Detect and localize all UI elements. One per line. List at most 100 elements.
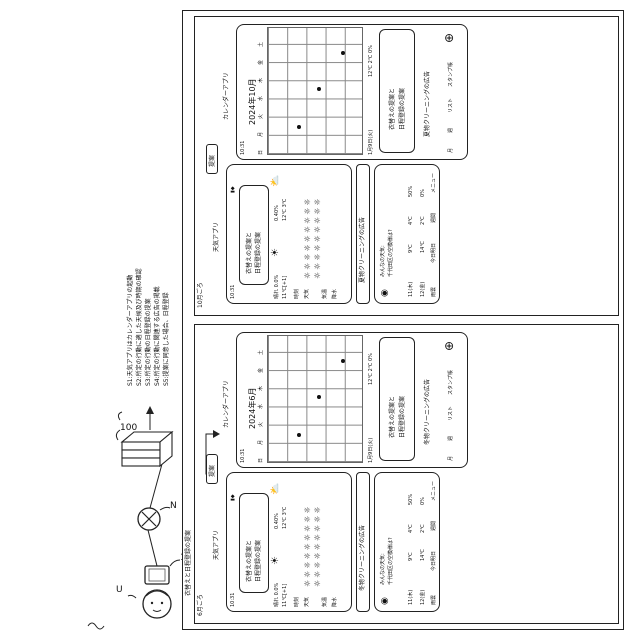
nav-today[interactable]: 今日明日 [431, 242, 437, 263]
status-icons: ▮◆ [230, 186, 236, 193]
day-2-hi: 14℃ [420, 241, 426, 253]
temp-lo: 12℃ 3℃ [282, 198, 288, 221]
weekday: 月 [258, 439, 264, 445]
calendar-app-label: カレンダーアプリ [223, 380, 230, 428]
weekday: 金 [258, 59, 264, 65]
calendar-ad: 夏物クリーニングの広告 [424, 70, 431, 137]
status-time: 10:31 [240, 448, 246, 463]
ad-text: 夏物クリーニングの広告 [359, 216, 366, 283]
nav-menu[interactable]: メニュー [431, 172, 437, 193]
tab-stamp[interactable]: スタンプ帳 [448, 62, 454, 87]
proposal-line-1: 衣替えの提案と [246, 231, 253, 274]
propose-text: 提案 [209, 154, 216, 167]
weekday: 火 [258, 421, 264, 427]
weather-pin-icon: ◉ [380, 289, 390, 297]
weekday: 月 [258, 131, 264, 137]
proposal-line-2: 日程登録の提案 [399, 87, 406, 130]
weekday: 水 [258, 403, 264, 409]
row-label: 降水 [332, 288, 338, 299]
status-time: 10:31 [230, 284, 236, 299]
day-1-pop: 50% [408, 185, 414, 197]
selected-date: 1月9日(火) [368, 129, 374, 155]
status-time: 10:31 [240, 140, 246, 155]
propose-label-june: 提案 [206, 454, 218, 484]
calendar-app-label: カレンダーアプリ [223, 72, 230, 120]
weekday: 木 [258, 385, 264, 391]
weather-ad[interactable]: 夏物クリーニングの広告 [356, 164, 370, 304]
calendar-month: 2024年6月 [248, 387, 257, 429]
propose-text: 提案 [209, 464, 216, 477]
event-dot [317, 87, 321, 91]
hourly-sun-icons: ☼☼☼☼☼☼☼☼☼ [303, 196, 312, 279]
selected-date: 1月9日(火) [368, 437, 374, 463]
server-label: 100 [120, 423, 138, 433]
panel-october-period: 10月ごろ [197, 282, 204, 308]
day-2-pop: 0% [420, 189, 426, 197]
day-1-lo: 4℃ [408, 216, 414, 225]
calendar-grid[interactable] [267, 27, 363, 155]
tab-month[interactable]: 月 [448, 455, 454, 461]
event-dot [341, 359, 345, 363]
day-2-lo: 2℃ [420, 216, 426, 225]
row-label: 気温 [322, 288, 328, 299]
tab-week[interactable]: 週 [448, 127, 454, 133]
weekly-forecast: みんなの天気: 千代田区の空模様は? ◉ 11(木) 9℃ 4℃ 50% 12(… [374, 164, 440, 304]
weather-screen-october: 10:31 ▮◆ 衣替えの提案と 日程登録の提案 ☀ 晴れ 0.0% 11℃[+… [226, 164, 352, 304]
nav-rain[interactable]: 雨雲 [431, 286, 437, 297]
weekday: 水 [258, 95, 264, 101]
condition: 晴れ 0.0% [274, 274, 280, 299]
proposal-line-1: 衣替えの提案と [389, 87, 396, 130]
add-icon[interactable]: ⊕ [442, 340, 456, 351]
weather-app-label: 天気アプリ [213, 221, 220, 252]
proposal-card[interactable]: 衣替えの提案と 日程登録の提案 [239, 185, 269, 285]
network-label: N [170, 501, 177, 511]
event-dot [297, 433, 301, 437]
weekday: 火 [258, 113, 264, 119]
weekday: 木 [258, 77, 264, 83]
tab-stamp[interactable]: スタンプ帳 [448, 370, 454, 395]
sun-icon: ☀ [270, 248, 281, 257]
day-1: 11(木) [408, 281, 414, 297]
tab-week[interactable]: 週 [448, 435, 454, 441]
event-dot [317, 395, 321, 399]
row-label: 天気 [304, 288, 310, 299]
proposal-card[interactable]: 衣替えの提案と 日程登録の提案 [379, 29, 415, 153]
weekday: 金 [258, 367, 264, 373]
weekday: 土 [258, 349, 264, 355]
tab-month[interactable]: 月 [448, 147, 454, 153]
hourly-sun-icons-2: ☼☼☼☼☼☼☼☼☼ [313, 196, 322, 279]
calendar-grid[interactable] [267, 335, 363, 463]
proposal-line-2: 日程登録の提案 [255, 231, 262, 274]
event-dot [297, 125, 301, 129]
weekday: 日 [258, 457, 264, 463]
proposal-line-1: 衣替えの提案と [389, 395, 396, 438]
tab-list[interactable]: リスト [448, 405, 454, 421]
propose-label-october: 提案 [206, 144, 218, 174]
calendar-month: 2024年10月 [248, 78, 257, 125]
weekday: 土 [258, 41, 264, 47]
user-label: U [116, 585, 123, 595]
add-icon[interactable]: ⊕ [442, 32, 456, 43]
temp-hi: 11℃[+1] [282, 275, 288, 299]
proposal-card[interactable]: 衣替えの提案と 日程登録の提案 [379, 337, 415, 461]
weekday: 日 [258, 149, 264, 155]
weekly-header: みんなの天気: [380, 245, 386, 277]
calendar-screen-october: 10:31 2024年10月 日 月 火 水 木 金 土 1月9日(火) 12℃… [236, 24, 468, 160]
weekly-location: 千代田区の空模様は? [388, 229, 394, 277]
pop: 0.40% [274, 205, 280, 221]
event-dot [341, 51, 345, 55]
selected-date-weather: 12℃ 2℃ 0% [368, 353, 374, 385]
cloud-sun-icon: ⛅ [270, 174, 281, 187]
tab-list[interactable]: リスト [448, 97, 454, 113]
proposal-line-2: 日程登録の提案 [399, 395, 406, 438]
calendar-screen-june: 10:31 2024年6月 日 月 火 水 木 金 土 1月9日(火) 12℃ … [236, 332, 468, 468]
day-1-hi: 9℃ [408, 244, 414, 253]
nav-week[interactable]: 週間 [431, 212, 437, 223]
selected-date-weather: 12℃ 2℃ 0% [368, 45, 374, 77]
calendar-ad: 冬物クリーニングの広告 [424, 378, 431, 445]
day-2: 12(金) [420, 281, 426, 297]
row-label: 時刻 [294, 288, 300, 299]
